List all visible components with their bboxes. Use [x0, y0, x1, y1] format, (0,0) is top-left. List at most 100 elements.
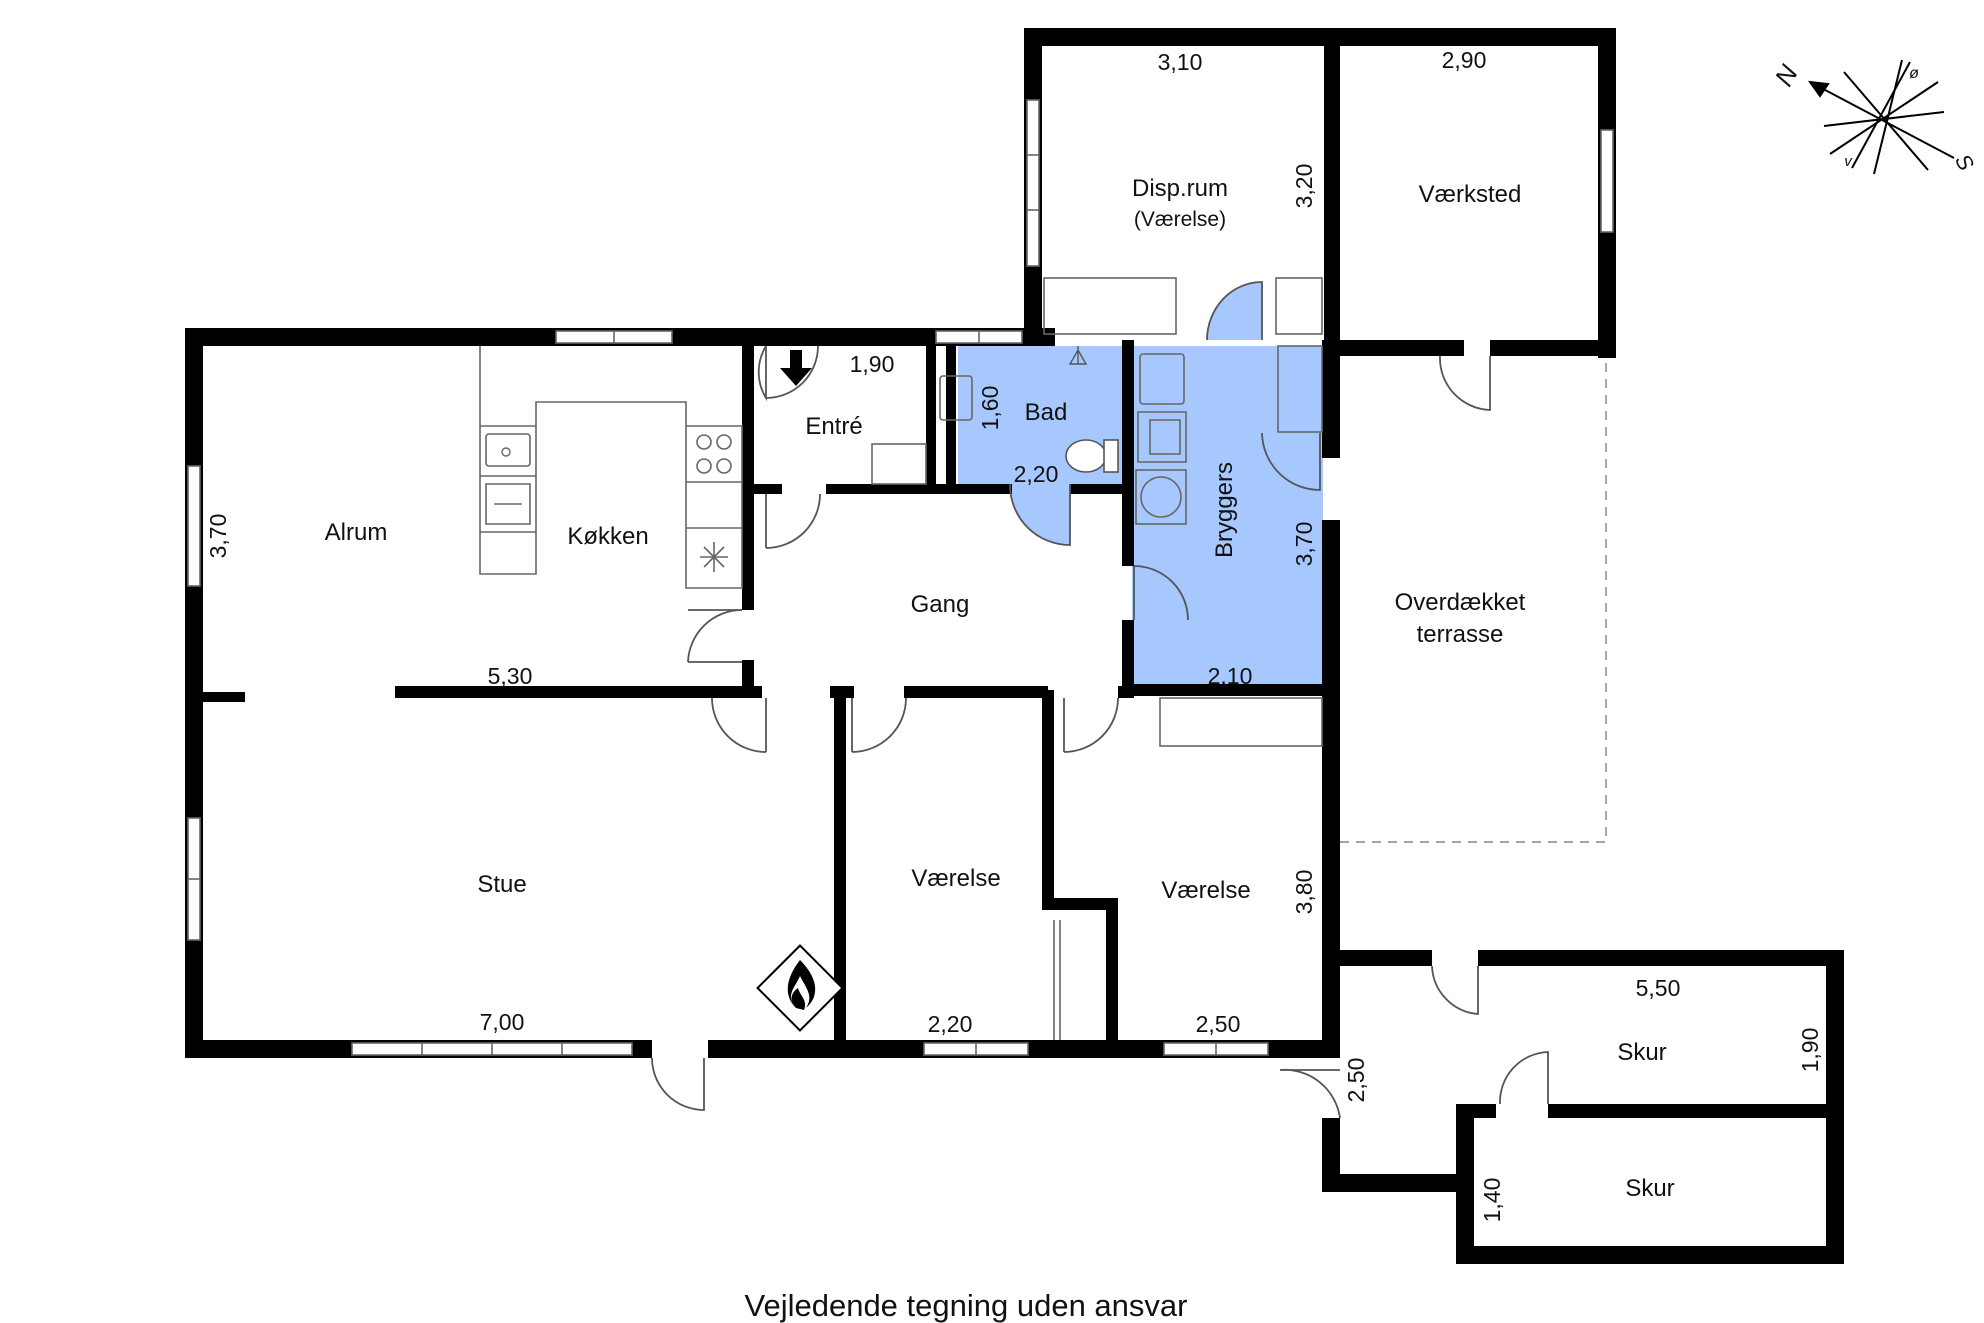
wall-gang-bottom-1	[742, 686, 762, 698]
dim-disp-width: 3,10	[1158, 49, 1203, 75]
door-gang-top[interactable]	[765, 493, 821, 549]
wall-vaerksted-bottom-left	[1324, 340, 1464, 356]
wall-bryggers-right	[1322, 340, 1340, 458]
dim-skur-width: 5,50	[1636, 975, 1681, 1001]
wet-room-fills	[958, 282, 1323, 685]
shower-icon	[1068, 346, 1088, 365]
label-skur-2: Skur	[1625, 1175, 1674, 1202]
window-alrum-left	[187, 465, 201, 587]
bryggers-sink-icon	[1139, 353, 1185, 405]
door-bryggers-gang[interactable]	[1133, 565, 1189, 621]
dim-disp-height: 3,20	[1291, 164, 1317, 209]
label-gang: Gang	[911, 591, 970, 618]
wall-kitchen-right	[742, 340, 754, 610]
label-bad: Bad	[1025, 399, 1068, 426]
kitchen-counter	[479, 346, 743, 589]
door-alrum-gang[interactable]	[687, 609, 743, 663]
bad-door-fill	[1009, 484, 1070, 546]
dim-skur-left-height: 2,50	[1343, 1058, 1369, 1103]
door-gap-stue	[652, 1040, 708, 1058]
wall-stue-vaerelse	[834, 690, 846, 1050]
dim-vaerelse1-width: 2,20	[928, 1011, 973, 1037]
wall-vaerelse-step-down	[1106, 898, 1118, 1048]
dim-alrum-height: 3,70	[205, 514, 231, 559]
toilet-icon	[1065, 439, 1119, 473]
door-bad[interactable]	[1009, 483, 1071, 546]
doors	[651, 281, 1549, 1119]
compass-icon	[1807, 59, 1955, 175]
wall-alrum-stue-stub	[185, 692, 245, 702]
door-skur-inner[interactable]	[1499, 1051, 1549, 1105]
door-bryggers-top[interactable]	[1206, 281, 1263, 341]
label-stue: Stue	[477, 871, 526, 898]
stove-icon	[696, 434, 732, 474]
sink-icon	[485, 433, 531, 467]
dim-vaerksted-width: 2,90	[1442, 47, 1487, 73]
wall-shed-mid-left	[1456, 1104, 1496, 1118]
dimension-labels: 3,10 2,90 3,20 1,90 1,60 2,20 3,70 3,70 …	[205, 47, 1823, 1222]
wall-entre-right	[926, 340, 936, 494]
door-stue[interactable]	[711, 697, 767, 753]
bryggers-door-side-fill	[1262, 433, 1320, 490]
label-bryggers: Bryggers	[1211, 462, 1238, 558]
room-labels: Alrum Køkken Entré Bad Bryggers Disp.rum…	[325, 175, 1675, 1202]
wall-bad-bryggers	[1122, 340, 1134, 566]
wall-shed-bottom-left	[1322, 1174, 1462, 1192]
door-vaerksted[interactable]	[1439, 355, 1491, 411]
wall-right-mid	[1322, 520, 1340, 1058]
door-entre[interactable]	[757, 345, 767, 402]
label-vaerelse-1: Værelse	[911, 865, 1000, 892]
label-vaerelse-2: Værelse	[1161, 877, 1250, 904]
dim-alrum-width: 5,30	[488, 663, 533, 689]
dim-bryggers-width: 2,10	[1208, 663, 1253, 689]
entrance-arrow-icon	[780, 350, 812, 386]
label-disp-rum-sub: (Værelse)	[1134, 208, 1226, 231]
wall-alrum-stue	[395, 686, 755, 698]
door-stue-outside[interactable]	[651, 1057, 705, 1111]
dim-entre-width: 1,90	[850, 351, 895, 377]
wall-shed-inner-left	[1456, 1104, 1474, 1264]
wall-shed-top-right	[1478, 950, 1844, 966]
windows	[187, 99, 1614, 1058]
wall-vaerelse-step	[1042, 898, 1114, 910]
wardrobe-vaerelse2	[1159, 697, 1323, 747]
wall-vaerelse-split	[1042, 690, 1054, 906]
label-entre: Entré	[805, 413, 862, 440]
dim-stue-width: 7,00	[480, 1009, 525, 1035]
wall-entre-bottom-2	[826, 484, 1012, 494]
wall-shed-mid	[1548, 1104, 1844, 1118]
label-vaerksted: Værksted	[1419, 181, 1522, 208]
wall-bad-bottom-r	[1070, 484, 1126, 494]
label-overdaekket: Overdækket	[1395, 589, 1526, 616]
label-disp-rum: Disp.rum	[1132, 175, 1228, 202]
door-skur-top[interactable]	[1431, 965, 1479, 1015]
wall-gang-bottom-4	[1118, 686, 1134, 698]
door-skur-left[interactable]	[1279, 1068, 1341, 1119]
washing-machine-icon	[1135, 469, 1187, 525]
bryggers-fill	[1132, 346, 1323, 685]
wall-kitchen-right-low	[742, 660, 754, 694]
compass-west: v	[1844, 153, 1853, 170]
disclaimer-caption: Vejledende tegning uden ansvar	[745, 1288, 1188, 1323]
walls	[185, 28, 1844, 1264]
bryggers-cabinet	[1277, 345, 1323, 433]
dim-bad-height: 1,60	[977, 386, 1003, 431]
wall-gang-bottom-3	[904, 686, 1048, 698]
terrace-outline	[1340, 356, 1607, 843]
dim-bryggers-height: 3,70	[1291, 522, 1317, 567]
label-terrasse: terrasse	[1417, 621, 1504, 648]
door-bryggers-terrace[interactable]	[1261, 432, 1321, 491]
window-vaerksted-right	[1600, 129, 1614, 233]
dim-vaerelse2-height: 3,80	[1291, 870, 1317, 915]
freezer-icon	[700, 542, 728, 572]
wall-disp-top	[1024, 28, 1616, 46]
wardrobe-disp	[1043, 277, 1177, 335]
dim-skur1-height: 1,90	[1797, 1028, 1823, 1073]
bryggers-door-top-fill	[1207, 282, 1262, 340]
dim-bad-width: 2,20	[1014, 461, 1059, 487]
door-vaerelse1[interactable]	[851, 697, 907, 753]
bad-sink-icon	[939, 375, 973, 421]
door-vaerelse2[interactable]	[1063, 697, 1119, 753]
compass-south: S	[1950, 150, 1979, 175]
